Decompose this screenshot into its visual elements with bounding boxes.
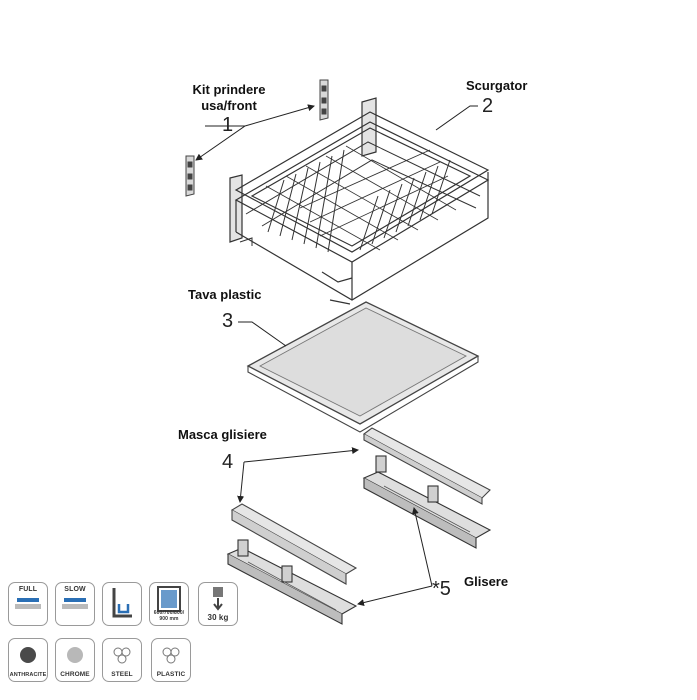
label-part1-line1: Kit prindere: [192, 82, 266, 97]
door-bracket-left: [185, 155, 195, 197]
label-part1-line2: usa/front: [201, 98, 257, 113]
number-4: 4: [222, 451, 234, 473]
side-mount-badge: [102, 582, 142, 626]
number-5: *5: [432, 578, 451, 600]
label-part2: Scurgator: [466, 78, 528, 93]
anthracite-label: ANTHRACITE: [9, 672, 47, 678]
cabinet-width-icon: [157, 586, 181, 612]
chrome-label: CHROME: [60, 671, 90, 678]
label-part5: Glisere: [464, 574, 509, 589]
chrome-badge: CHROME: [55, 638, 95, 682]
slow-close-label: SLOW: [64, 586, 86, 593]
drawer-slide-left: [226, 539, 358, 625]
steel-material-icon: [113, 647, 131, 664]
steel-label: STEEL: [111, 671, 133, 678]
plastic-badge: PLASTIC: [151, 638, 191, 682]
chrome-swatch-icon: [67, 647, 83, 663]
door-bracket-right: [319, 79, 329, 121]
anthracite-badge: ANTHRACITE: [8, 638, 48, 682]
cabinet-width-badge: 600/700/800/ 900 mm: [149, 582, 189, 626]
plastic-label: PLASTIC: [156, 671, 186, 678]
anthracite-swatch-icon: [20, 647, 36, 663]
full-extension-badge: FULL: [8, 582, 48, 626]
leader-lines-part1: [195, 104, 315, 161]
slide-cover-bottom: [230, 503, 358, 585]
plastic-tray: [246, 301, 480, 433]
steel-badge: STEEL: [102, 638, 142, 682]
leader-line-part2: [435, 105, 478, 131]
soft-close-icon: [62, 598, 88, 609]
number-1: 1: [222, 114, 234, 136]
side-mount-icon: [112, 588, 132, 618]
label-part4: Masca glisiere: [178, 427, 267, 442]
leader-line-part3: [238, 321, 287, 347]
number-2: 2: [482, 95, 494, 117]
dish-rack: [229, 97, 490, 305]
drawer-slide-right: [362, 455, 492, 549]
load-capacity-badge: 30 kg: [198, 582, 238, 626]
number-3: 3: [222, 310, 234, 332]
load-capacity-label: 30 kg: [207, 613, 229, 622]
full-extension-icon: [15, 598, 41, 609]
leader-lines-part5: [357, 507, 433, 606]
label-part3: Tava plastic: [188, 287, 262, 302]
leader-lines-part4: [237, 447, 359, 503]
cabinet-width-label: 600/700/800/ 900 mm: [153, 610, 185, 622]
slide-cover-top: [362, 427, 491, 505]
plastic-material-icon: [162, 647, 180, 664]
slow-close-badge: SLOW: [55, 582, 95, 626]
full-extension-label: FULL: [18, 586, 38, 593]
weight-icon: [213, 587, 223, 611]
label-part1: Kit prindere usa/front: [184, 82, 274, 114]
